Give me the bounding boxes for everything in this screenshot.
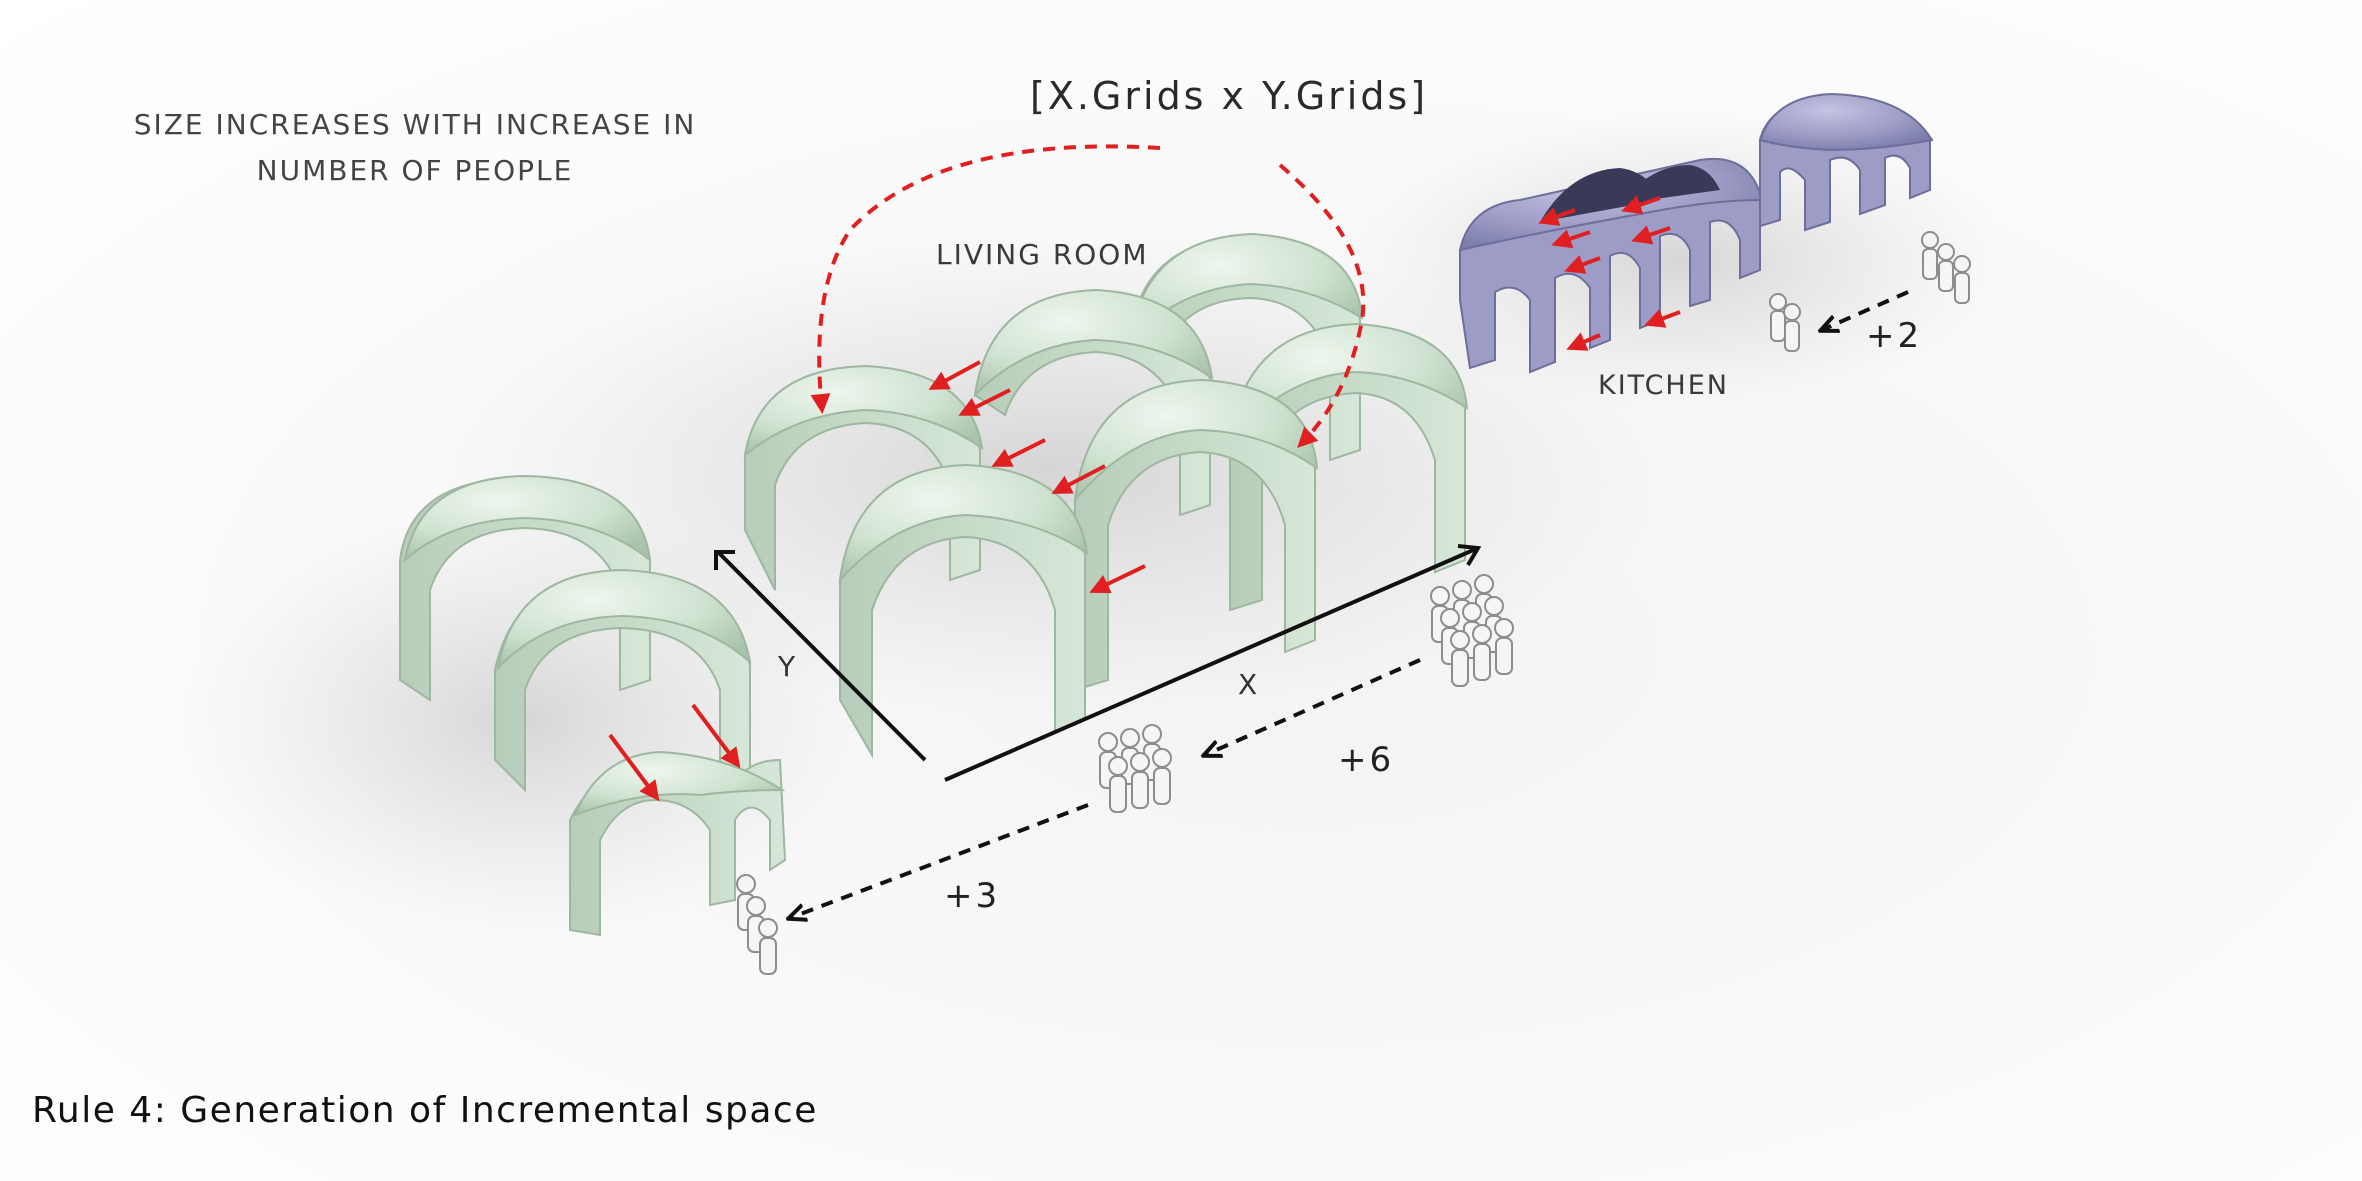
x-dimension-line xyxy=(944,546,1479,782)
people-group-three-kitchen xyxy=(1921,231,1971,304)
formula-arrow-left xyxy=(810,144,1161,414)
y-dimension-arrowhead xyxy=(714,550,735,570)
expansion-arrow xyxy=(1631,225,1671,245)
y-axis-label: Y xyxy=(778,650,796,683)
living-room-label: LIVING ROOM xyxy=(936,238,1149,271)
kitchen-vaults xyxy=(1458,92,1934,374)
y-dimension-line xyxy=(716,550,927,762)
people-group-six xyxy=(1098,724,1172,813)
expansion-arrow xyxy=(991,438,1046,467)
kitchen-label: KITCHEN xyxy=(1598,370,1729,401)
subtitle: SIZE INCREASES WITH INCREASE IN NUMBER O… xyxy=(133,108,697,187)
living-room-vaults xyxy=(743,232,1469,759)
rule-title: Rule 4: Generation of Incremental space xyxy=(32,1090,818,1131)
expansion-arrow xyxy=(1089,564,1146,594)
dome-front-left xyxy=(838,463,1089,759)
flow-arrow-plus6 xyxy=(1205,658,1421,755)
expansion-arrow xyxy=(958,388,1011,416)
expansion-arrow xyxy=(1564,255,1601,274)
expansion-arrow xyxy=(1551,229,1591,249)
expansion-arrow xyxy=(1566,332,1601,351)
formula-arrow-right xyxy=(1278,163,1366,448)
dome-front-mid xyxy=(1073,378,1319,692)
x-axis-label: X xyxy=(1238,668,1258,701)
people-group-two-kitchen xyxy=(1769,293,1801,352)
people-flow-arrows xyxy=(790,290,1909,918)
grid-formula: [X.Grids x Y.Grids] xyxy=(1030,74,1429,118)
flow-arrow-plus3 xyxy=(790,803,1089,918)
increment-plus-two: +2 xyxy=(1866,316,1923,356)
dome-front-right xyxy=(1228,322,1469,612)
kitchen-shadow xyxy=(1350,110,2010,410)
people-group-three xyxy=(736,874,778,975)
people-group-nine xyxy=(1430,574,1514,687)
growth-arrows xyxy=(608,144,1681,802)
expansion-arrow xyxy=(691,703,741,769)
increment-plus-six: +6 xyxy=(1338,740,1395,780)
flow-arrow-plus2 xyxy=(1822,290,1909,330)
dome-back-left xyxy=(743,364,984,591)
expansion-arrow xyxy=(1051,464,1106,494)
increment-plus-three: +3 xyxy=(944,876,1001,916)
expansion-arrow xyxy=(1621,195,1661,215)
expansion-arrow xyxy=(1644,309,1681,328)
expansion-arrow xyxy=(928,360,981,390)
expansion-arrow xyxy=(1538,207,1576,226)
x-dimension-arrowhead xyxy=(1457,544,1482,567)
expansion-arrow xyxy=(608,733,660,802)
dome-back-right xyxy=(1128,232,1364,462)
dimension-lines xyxy=(714,544,1482,782)
